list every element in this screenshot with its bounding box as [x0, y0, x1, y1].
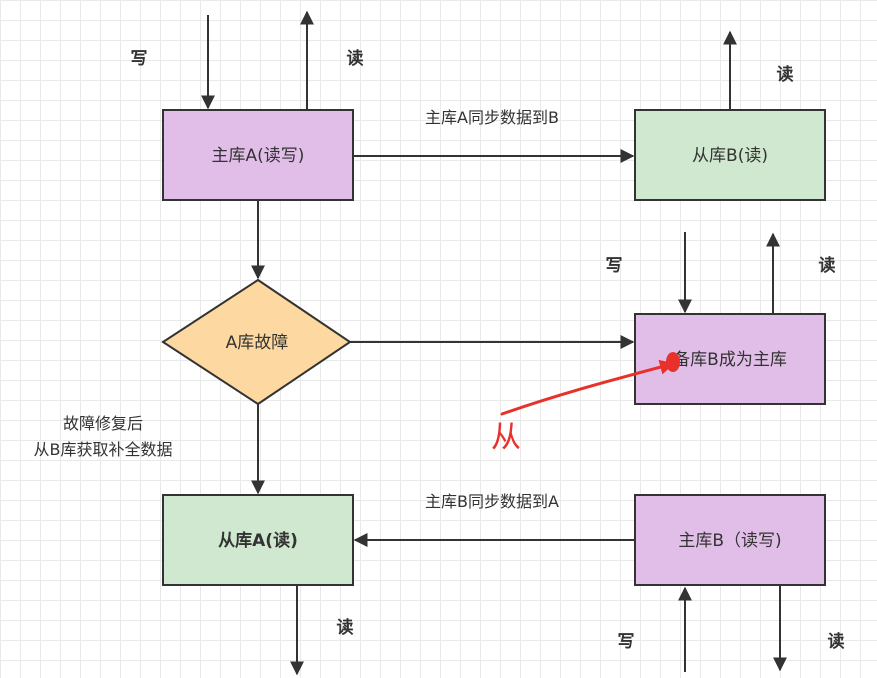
node-a-fault: A库故障 — [161, 278, 352, 406]
node-slave-b-label: 从库B(读) — [692, 146, 768, 166]
label-recover-line1: 故障修复后 — [63, 414, 143, 433]
label-write-master-a: 写 — [131, 49, 148, 69]
node-master-a: 主库A(读写) — [162, 109, 354, 201]
label-read-b-promoted: 读 — [819, 255, 836, 276]
node-master-b-label: 主库B（读写) — [678, 531, 781, 551]
node-b-promoted-label: 备库B成为主库 — [673, 350, 787, 370]
node-b-promoted: 备库B成为主库 — [634, 313, 826, 405]
label-read-slave-a: 读 — [337, 617, 354, 638]
label-recover-line2: 从B库获取补全数据 — [34, 440, 173, 459]
annotation-scribble-icon — [666, 352, 680, 372]
label-read-master-a: 读 — [347, 48, 364, 69]
annotation-correction: 从 — [491, 352, 680, 455]
node-master-a-label: 主库A(读写) — [212, 146, 305, 166]
annotation-arrow-icon — [500, 359, 675, 416]
label-read-slave-b: 读 — [777, 64, 794, 85]
node-slave-a: 从库A(读) — [162, 494, 354, 586]
node-slave-a-label: 从库A(读) — [218, 530, 298, 551]
annotation-text: 从 — [491, 420, 521, 455]
label-sync-b-to-a: 主库B同步数据到A — [425, 492, 559, 511]
label-write-master-b: 写 — [618, 632, 635, 652]
node-master-b: 主库B（读写) — [634, 494, 826, 586]
label-read-master-b: 读 — [828, 631, 845, 652]
node-slave-b: 从库B(读) — [634, 109, 826, 201]
label-write-b-promoted: 写 — [606, 256, 623, 276]
node-a-fault-label: A库故障 — [226, 333, 289, 353]
label-sync-a-to-b: 主库A同步数据到B — [425, 108, 559, 127]
